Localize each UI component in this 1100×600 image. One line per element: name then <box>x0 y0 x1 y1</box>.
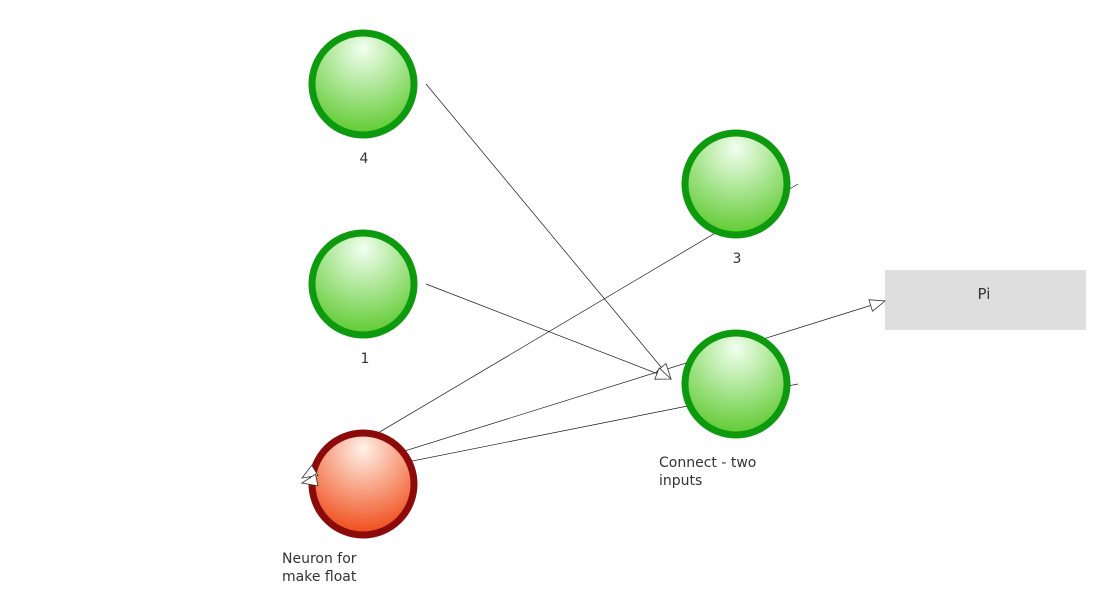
arrowheads <box>300 299 887 487</box>
neuron-make-float-circle[interactable] <box>308 429 418 539</box>
neuron-make-float-label: Neuron for <box>282 551 357 567</box>
neuron-connect-label: inputs <box>659 473 702 489</box>
neuron-3-circle[interactable] <box>681 129 791 239</box>
neuron-4-circle[interactable] <box>308 29 418 139</box>
neuron-4[interactable]: 4 <box>308 29 418 167</box>
neuron-1-label: 1 <box>361 351 370 367</box>
arrowhead-nf-to-pi <box>868 299 887 312</box>
neuron-3-label: 3 <box>733 251 742 267</box>
arrowhead-n1-to-nc <box>654 367 673 380</box>
neuron-connect-label: Connect - two <box>659 455 756 471</box>
neuron-4-label: 4 <box>360 151 369 167</box>
neuron-3[interactable]: 3 <box>681 129 791 267</box>
neuron-make-float[interactable]: Neuron for make float <box>282 429 418 585</box>
arrowhead-nc-to-nf <box>300 473 319 487</box>
edge-n4-to-nc <box>425 83 672 380</box>
output-pi-label: Pi <box>978 285 991 303</box>
output-pi[interactable]: Pi <box>885 270 1086 330</box>
neuron-1[interactable]: 1 <box>308 229 418 367</box>
neuron-1-circle[interactable] <box>308 229 418 339</box>
neuron-connect-circle[interactable] <box>681 329 791 439</box>
neuron-make-float-label: make float <box>282 569 357 585</box>
output-pi-box[interactable] <box>885 270 1086 330</box>
neuron-connect[interactable]: Connect - two inputs <box>659 329 791 489</box>
